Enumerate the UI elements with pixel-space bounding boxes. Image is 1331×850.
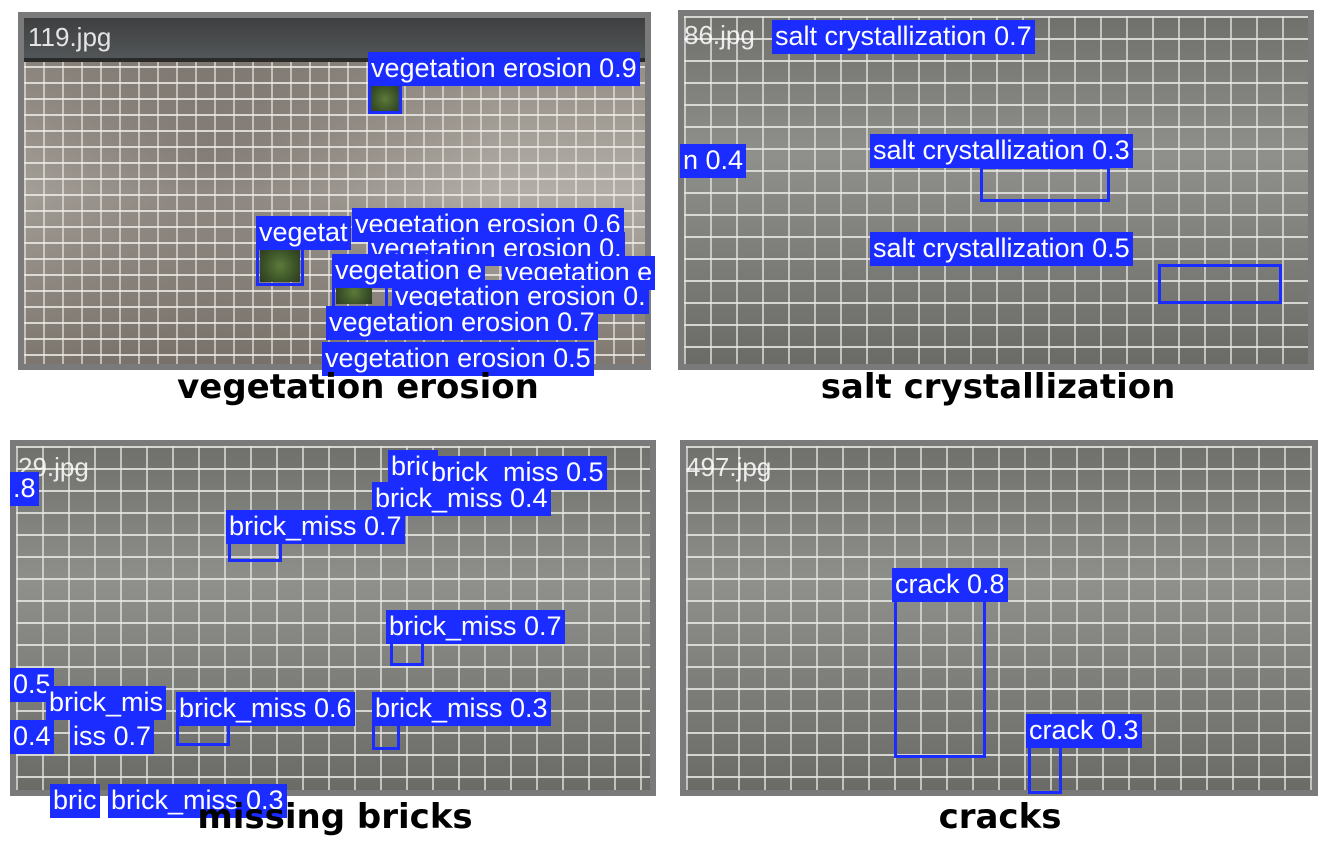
image-filename: 86.jpg (684, 20, 755, 50)
detection-label: vegetation erosion 0.7 (326, 306, 598, 340)
vegetation-patch (260, 250, 300, 282)
panel-cracks: 497.jpg crack 0.8 crack 0.3 (680, 440, 1318, 796)
wall-top-wire (24, 58, 645, 62)
detection-label: salt crystallization 0.5 (870, 232, 1133, 266)
detection-label: crack 0.8 (892, 568, 1008, 602)
detection-label: .8 (10, 472, 39, 506)
detection-label: vegetation erosion 0.5 (322, 342, 594, 376)
detection-label: vegetat (256, 216, 351, 250)
detection-label: brick_miss 0.3 (372, 692, 551, 726)
detection-label: brick_miss 0.7 (386, 610, 565, 644)
detection-label: crack 0.3 (1026, 714, 1142, 748)
detection-label: brick_miss 0.6 (176, 692, 355, 726)
detection-label: iss 0.7 (70, 720, 155, 754)
detection-box (368, 82, 402, 114)
panel-vegetation-erosion: 119.jpg vegetation erosion 0.9 vegetat v… (18, 12, 656, 376)
panel-missing-bricks: 29.jpg bric brick_miss 0.5 .8 brick_miss… (10, 440, 656, 818)
caption-missing-bricks: missing bricks (197, 797, 473, 837)
detection-label: n 0.4 (680, 144, 747, 178)
detection-label: 0.5 (10, 668, 54, 702)
detection-box (1028, 742, 1062, 794)
detection-label: salt crystallization 0.7 (772, 20, 1035, 54)
detection-label: brick_miss 0.7 (226, 510, 405, 544)
caption-salt-crystallization: salt crystallization (820, 367, 1176, 407)
detection-box (1158, 264, 1282, 304)
caption-vegetation-erosion: vegetation erosion (177, 367, 539, 407)
detection-label: brick_miss 0.4 (372, 482, 551, 516)
detection-label: salt crystallization 0.3 (870, 134, 1133, 168)
image-filename: 119.jpg (28, 22, 112, 52)
vegetation-patch (370, 86, 400, 112)
detection-box (980, 166, 1110, 202)
detection-label: brick_mis (46, 686, 167, 720)
detection-label: brick_miss 0.3 (108, 784, 287, 818)
image-filename: 497.jpg (686, 452, 772, 482)
caption-cracks: cracks (938, 797, 1062, 837)
detection-label: vegetation erosion 0. (368, 232, 625, 266)
panel-salt-crystallization: 86.jpg salt crystallization 0.7 n 0.4 sa… (678, 10, 1314, 370)
detection-box (256, 244, 304, 286)
detection-box (894, 592, 986, 758)
detection-label: 0.4 (10, 720, 54, 754)
detection-label: vegetation erosion 0.9 (368, 52, 640, 86)
detection-label: bric (50, 784, 100, 818)
